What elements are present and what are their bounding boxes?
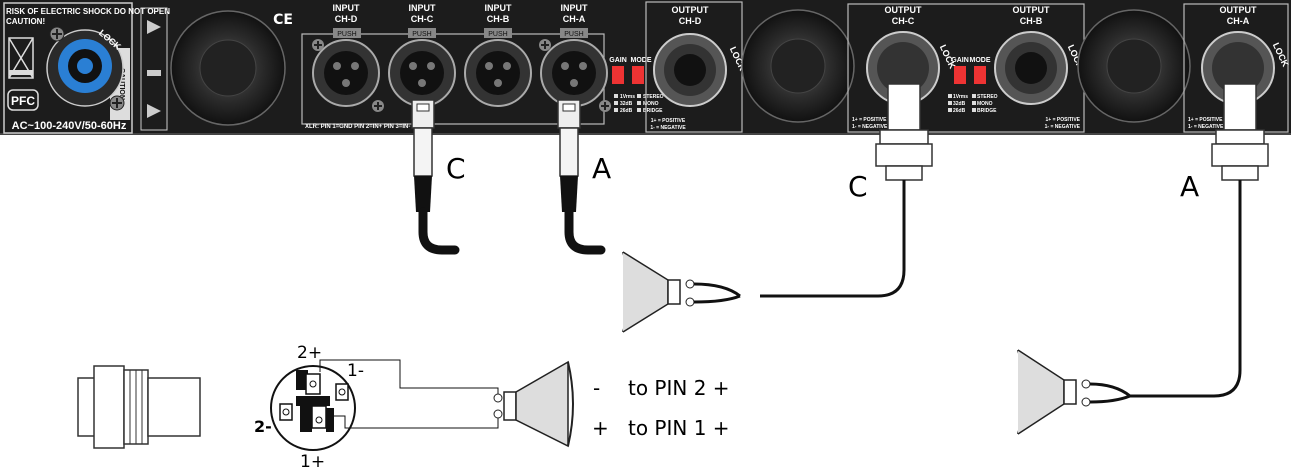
output-label-ch-d: CH-D xyxy=(679,16,702,26)
screw-icon xyxy=(599,100,611,112)
xlr-label-c: C xyxy=(446,152,466,185)
warning-line-1: RISK OF ELECTRIC SHOCK DO NOT OPEN xyxy=(6,7,170,16)
polarity-line: 1- = NEGATIVE xyxy=(852,124,888,130)
pin-label-1-plus: 1+ xyxy=(300,452,325,470)
input-title: INPUT xyxy=(485,3,513,13)
mode-option: MONO xyxy=(977,101,993,107)
speaker-icon xyxy=(622,251,741,333)
pin-label-2-minus: 2- xyxy=(254,417,272,436)
polarity-line: 1- = NEGATIVE xyxy=(1045,124,1081,130)
pfc-label: PFC xyxy=(11,94,35,108)
output-title: OUTPUT xyxy=(672,5,710,15)
gain-option: 32dB xyxy=(953,101,966,107)
polarity-line: 1+ = POSITIVE xyxy=(1188,117,1223,123)
push-label: PUSH xyxy=(337,31,356,38)
speakon-side-view xyxy=(77,365,201,449)
push-label: PUSH xyxy=(488,31,507,38)
powercon-connector: LOCK xyxy=(46,28,124,107)
gain-label: GAIN xyxy=(609,57,627,64)
input-label-ch-b: CH-B xyxy=(487,14,510,24)
xlr-plug-a xyxy=(557,99,606,255)
speaker-icon xyxy=(493,360,574,448)
mode-label: MODE xyxy=(631,57,652,64)
output-label-ch-b: CH-B xyxy=(1020,16,1043,26)
speaker-icon xyxy=(1017,349,1131,435)
output-title: OUTPUT xyxy=(1013,5,1051,15)
push-label: PUSH xyxy=(412,31,431,38)
gain-option: 1Vrms xyxy=(953,94,968,100)
xlr-input-ch-c: PUSH xyxy=(388,28,456,107)
pin-label-2-plus: 2+ xyxy=(297,343,322,363)
warning-line-2: CAUTION! xyxy=(6,17,45,26)
power-spec: AC~100-240V/50-60Hz xyxy=(12,120,127,132)
xlr-plug-c xyxy=(411,99,460,255)
gain-mode-block-1: GAIN MODE 1Vrms 32dB 26dB STEREO MONO BR… xyxy=(609,57,686,131)
xlr-label-a: A xyxy=(592,152,611,185)
speakon-label-c: C xyxy=(848,170,868,203)
mode-option: BRIDGE xyxy=(643,108,663,114)
mode-option: STEREO xyxy=(977,94,998,100)
screw-icon xyxy=(372,100,384,112)
xlr-pinout: XLR: PIN 1=GND PIN 2=IN+ PIN 3=IN- xyxy=(305,124,410,130)
gain-option: 26dB xyxy=(953,108,966,114)
cooling-fan xyxy=(170,10,286,126)
weee-bin-icon xyxy=(8,37,34,79)
gain-option: 32dB xyxy=(620,101,633,107)
output-label-ch-c: CH-C xyxy=(892,16,915,26)
polarity-line: 1- = NEGATIVE xyxy=(1188,124,1224,130)
mode-option: STEREO xyxy=(643,94,664,100)
output-title: OUTPUT xyxy=(1220,5,1258,15)
gain-option: 1Vrms xyxy=(620,94,635,100)
input-label-ch-c: CH-C xyxy=(411,14,434,24)
caution-label: CAUTION xyxy=(118,68,125,100)
gain-label: GAIN xyxy=(951,57,969,64)
cooling-fan xyxy=(1077,9,1191,123)
polarity-line: 1- = NEGATIVE xyxy=(650,125,686,131)
wire-minus-sign: - xyxy=(593,376,601,400)
wire-plus-text: to PIN 1 + xyxy=(628,416,730,440)
pin-label-1-minus: 1- xyxy=(347,361,364,381)
xlr-input-ch-b: PUSH xyxy=(464,28,532,107)
polarity-line: 1+ = POSITIVE xyxy=(852,117,887,123)
push-label: PUSH xyxy=(564,31,583,38)
cooling-fan xyxy=(741,9,855,123)
pin-face-diagram xyxy=(270,359,499,451)
xlr-input-ch-d: PUSH xyxy=(312,28,380,107)
input-title: INPUT xyxy=(561,3,589,13)
input-label-ch-a: CH-A xyxy=(563,14,586,24)
screw-icon xyxy=(49,26,65,42)
screw-icon xyxy=(539,39,551,51)
input-label-ch-d: CH-D xyxy=(335,14,358,24)
polarity-line: 1+ = POSITIVE xyxy=(1046,117,1081,123)
mode-label: MODE xyxy=(970,57,991,64)
speakon-plug-a xyxy=(1130,83,1269,398)
warning-triangles xyxy=(140,7,168,131)
output-title: OUTPUT xyxy=(885,5,923,15)
wire-plus-sign: + xyxy=(592,416,609,440)
gain-option: 26dB xyxy=(620,108,633,114)
output-label-ch-a: CH-A xyxy=(1227,16,1250,26)
ce-mark: CE xyxy=(273,12,293,28)
input-title: INPUT xyxy=(409,3,437,13)
screw-icon xyxy=(312,39,324,51)
screw-icon xyxy=(109,95,125,111)
speakon-label-a: A xyxy=(1180,170,1199,203)
input-title: INPUT xyxy=(333,3,361,13)
pfc-badge: PFC xyxy=(7,89,39,111)
polarity-line: 1+ = POSITIVE xyxy=(651,118,686,124)
mode-option: BRIDGE xyxy=(977,108,997,114)
input-section: INPUT CH-D INPUT CH-C INPUT CH-B INPUT C… xyxy=(301,3,611,130)
mode-option: MONO xyxy=(643,101,659,107)
wire-minus-text: to PIN 2 + xyxy=(628,376,730,400)
speakon-plug-c xyxy=(760,83,933,298)
xlr-input-ch-a: PUSH xyxy=(540,28,608,107)
